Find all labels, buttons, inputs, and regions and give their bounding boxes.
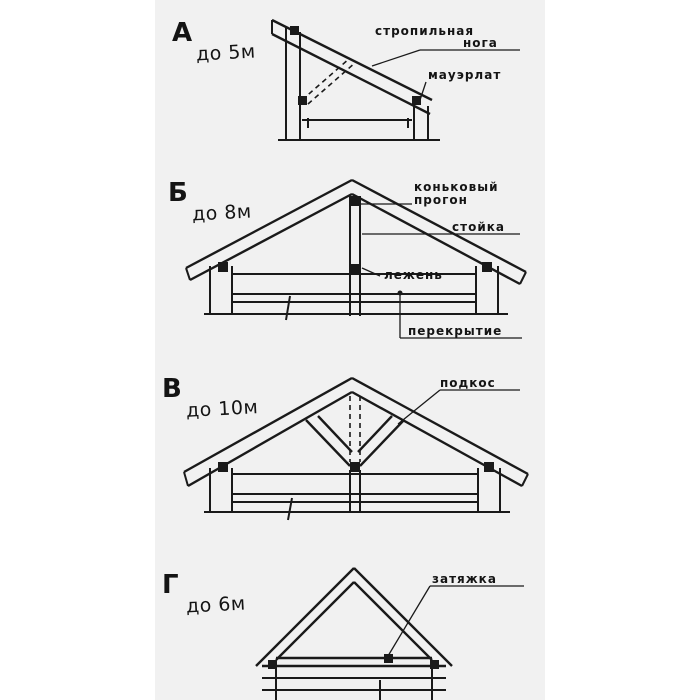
node-a-left	[298, 96, 307, 105]
diagram-g-letter: Г	[162, 570, 180, 600]
diagram-a-span: до 5м	[195, 40, 257, 66]
label-rafter-2: нога	[463, 36, 498, 50]
rafter-a-bottom	[271, 32, 431, 116]
rafter-v-end-l	[183, 471, 189, 487]
break-b	[285, 295, 291, 321]
rafter-b-right-top	[351, 178, 527, 274]
diagram-b	[185, 178, 527, 339]
rafter-b-left-top	[185, 178, 353, 270]
rafter-v-right-bottom	[351, 390, 523, 488]
label-post: стойка	[452, 220, 505, 234]
rafter-g-left-top	[255, 567, 355, 667]
strut-v-left-2	[317, 415, 353, 453]
diagram-v	[183, 376, 529, 521]
strut-v-right-2	[357, 415, 393, 453]
label-floor: перекрытие	[408, 324, 503, 338]
leader-wallplate	[419, 81, 427, 101]
strut-a-1	[301, 57, 351, 101]
node-g-right	[430, 660, 439, 669]
diagram-b-letter: Б	[168, 178, 189, 208]
node-b-ridge	[350, 196, 360, 206]
node-v-center	[350, 462, 360, 472]
node-b-right	[482, 262, 492, 272]
node-v-right	[484, 462, 494, 472]
rafter-v-right-top	[351, 376, 529, 476]
rafter-v-left-bottom	[187, 390, 353, 488]
diagram-g	[255, 567, 524, 700]
node-a-wallplate	[412, 96, 421, 105]
diagram-v-letter: В	[162, 374, 183, 404]
strut-a-2	[307, 61, 357, 105]
rafter-b-end-r	[519, 271, 527, 285]
leader-tie	[387, 585, 431, 657]
break-v	[287, 497, 293, 521]
node-g-center	[384, 654, 393, 663]
rafter-v-left-top	[183, 376, 353, 474]
rafter-b-end-l	[185, 267, 191, 281]
label-rafter: стропильная	[375, 24, 475, 38]
diagram-b-span: до 8м	[191, 200, 253, 226]
strut-v-left-1	[305, 419, 351, 467]
label-strut: подкос	[440, 376, 496, 390]
rafter-v-end-r	[521, 473, 529, 487]
diagram-v-span: до 10м	[185, 396, 259, 422]
diagram-a	[271, 18, 520, 141]
label-tie: затяжка	[432, 572, 497, 586]
node-g-left	[268, 660, 277, 669]
diagram-g-span: до 6м	[185, 592, 247, 618]
rafter-g-right-bottom	[353, 581, 433, 661]
label-ridge-2: прогон	[414, 193, 468, 207]
leader-rafter	[371, 49, 421, 67]
diagram-a-letter: А	[172, 18, 193, 48]
label-ridge: коньковый	[414, 180, 499, 194]
leader-beam	[361, 267, 381, 277]
rafter-g-right-top	[353, 567, 453, 667]
node-v-left	[218, 462, 228, 472]
label-beam: лежень	[384, 268, 443, 282]
rafter-g-left-bottom	[275, 581, 355, 661]
label-wallplate: мауэрлат	[428, 68, 502, 82]
drawing-sheet	[155, 0, 545, 700]
leader-strut	[397, 389, 441, 425]
strut-v-right-1	[359, 419, 405, 467]
node-a-top	[290, 26, 299, 35]
node-b-beam	[350, 264, 360, 274]
node-b-left	[218, 262, 228, 272]
rafter-b-left-bottom	[189, 192, 353, 282]
